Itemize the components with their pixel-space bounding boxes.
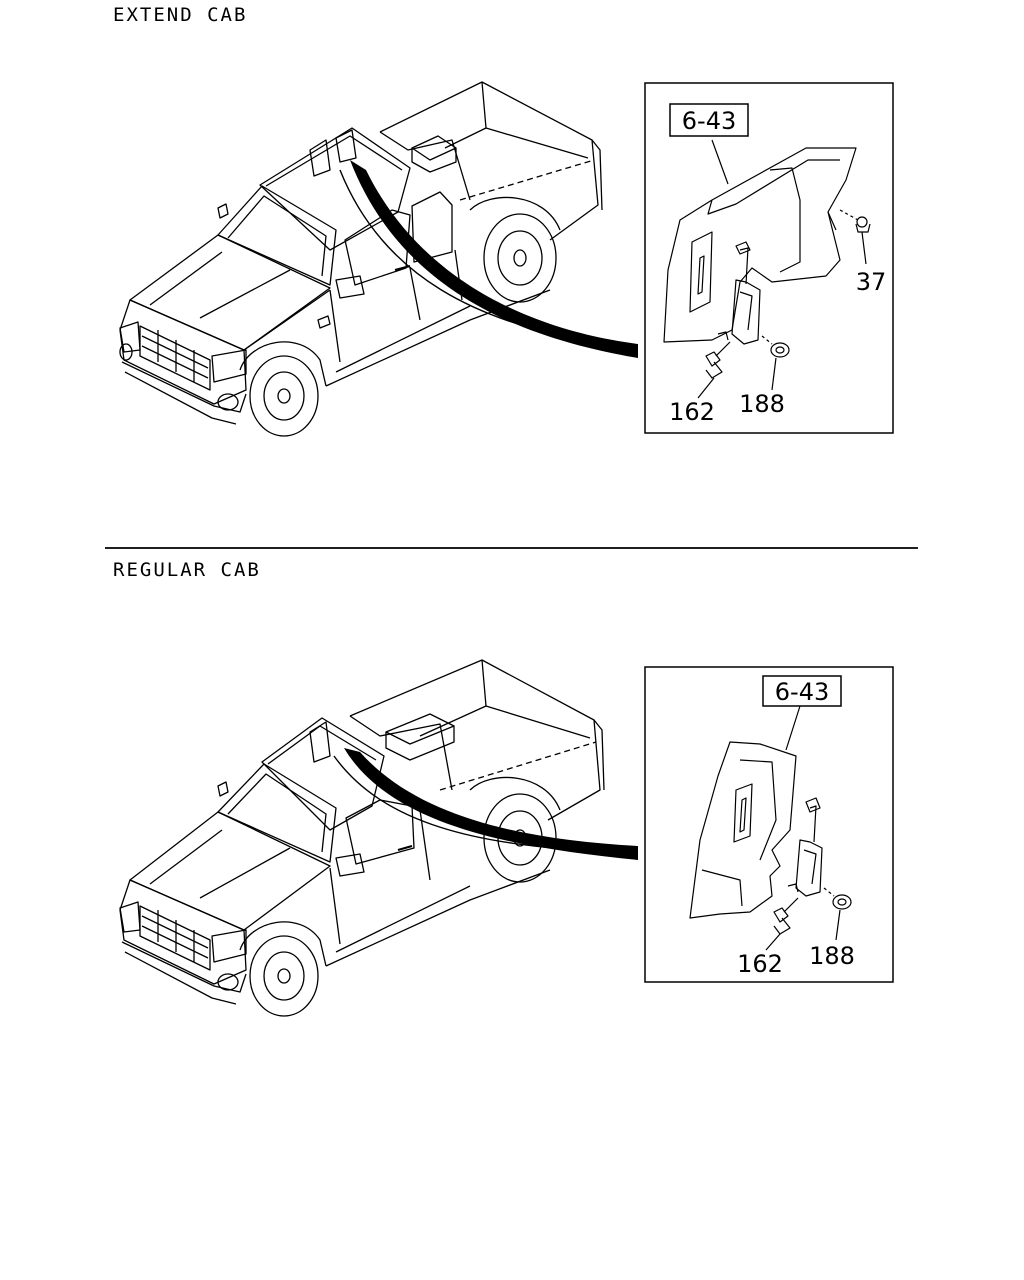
detail-frame-regular-cab [644, 666, 894, 983]
callout-162-extend: 162 [669, 398, 715, 426]
detail-parts-extend-cab [663, 139, 871, 399]
ref-box-extend-cab [669, 103, 749, 137]
callout-188-regular: 188 [809, 942, 855, 970]
callout-188-extend: 188 [739, 390, 785, 418]
ref-box-label-extend-cab: 6-43 [682, 107, 736, 135]
detail-parts-regular-cab [689, 705, 852, 951]
detail-frame-extend-cab [644, 82, 894, 434]
ref-box-regular-cab [762, 675, 842, 707]
ref-box-label-regular-cab: 6-43 [775, 678, 829, 706]
callout-162-regular: 162 [737, 950, 783, 978]
callout-37: 37 [856, 268, 887, 296]
section-title-regular-cab: REGULAR CAB [113, 559, 261, 581]
section-title-extend-cab: EXTEND CAB [113, 4, 248, 26]
truck-extend-cab [119, 81, 603, 437]
